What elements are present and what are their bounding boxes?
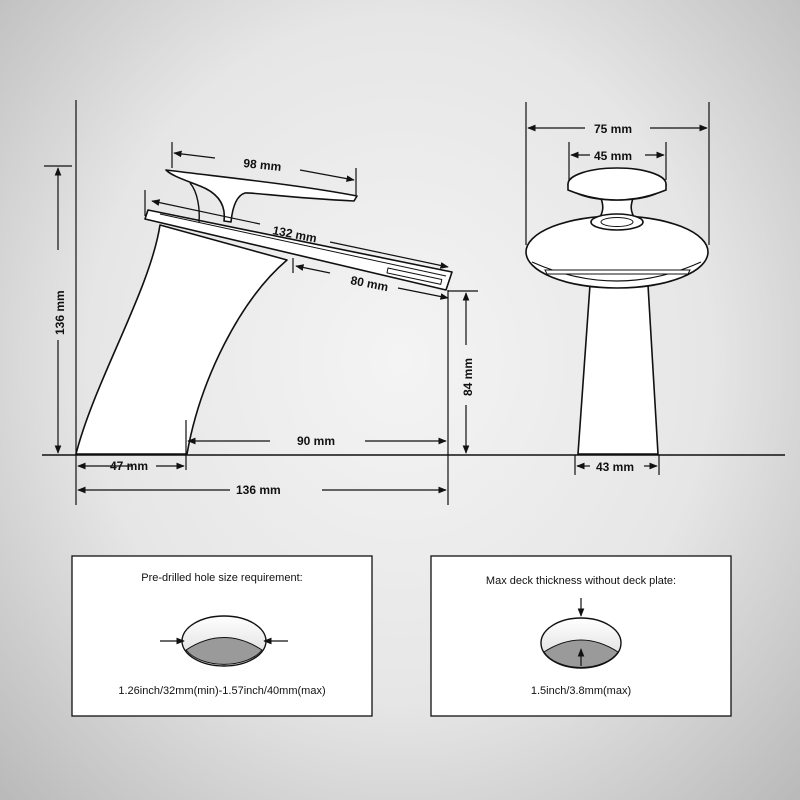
handle-outline xyxy=(165,169,358,223)
deck-hole-icon xyxy=(540,617,622,669)
dim-base-depth-label: 47 mm xyxy=(110,459,148,473)
dim-total-height-label: 136 mm xyxy=(53,290,67,335)
hole-size-title: Pre-drilled hole size requirement: xyxy=(141,572,302,584)
spout-outline xyxy=(144,209,453,291)
faucet-body-outline xyxy=(75,224,288,455)
dim-top-handle-label: 98 mm xyxy=(243,156,282,174)
hole-size-box: Pre-drilled hole size requirement: 1.26i… xyxy=(71,555,373,717)
dim-overall-depth-label: 136 mm xyxy=(236,483,281,497)
dim-spout-lower-label: 80 mm xyxy=(349,273,389,294)
deck-thickness-value: 1.5inch/3.8mm(max) xyxy=(531,685,631,697)
dim-body-width-label: 75 mm xyxy=(594,122,632,136)
pedestal-outline xyxy=(577,284,659,455)
front-view-dimensions xyxy=(525,102,710,475)
deck-thickness-title: Max deck thickness without deck plate: xyxy=(486,575,676,587)
dim-handle-width-label: 45 mm xyxy=(594,149,632,163)
hole-size-value: 1.26inch/32mm(min)-1.57inch/40mm(max) xyxy=(118,685,325,697)
faucet-front-view xyxy=(525,167,709,455)
dim-reach-label: 90 mm xyxy=(297,434,335,448)
dim-base-width-label: 43 mm xyxy=(596,460,634,474)
side-view-dimensions xyxy=(44,100,478,505)
deck-thickness-box: Max deck thickness without deck plate: 1… xyxy=(430,555,732,717)
dim-spout-height-label: 84 mm xyxy=(461,358,475,396)
faucet-side-view xyxy=(75,169,453,455)
drilled-hole-icon xyxy=(181,615,267,667)
